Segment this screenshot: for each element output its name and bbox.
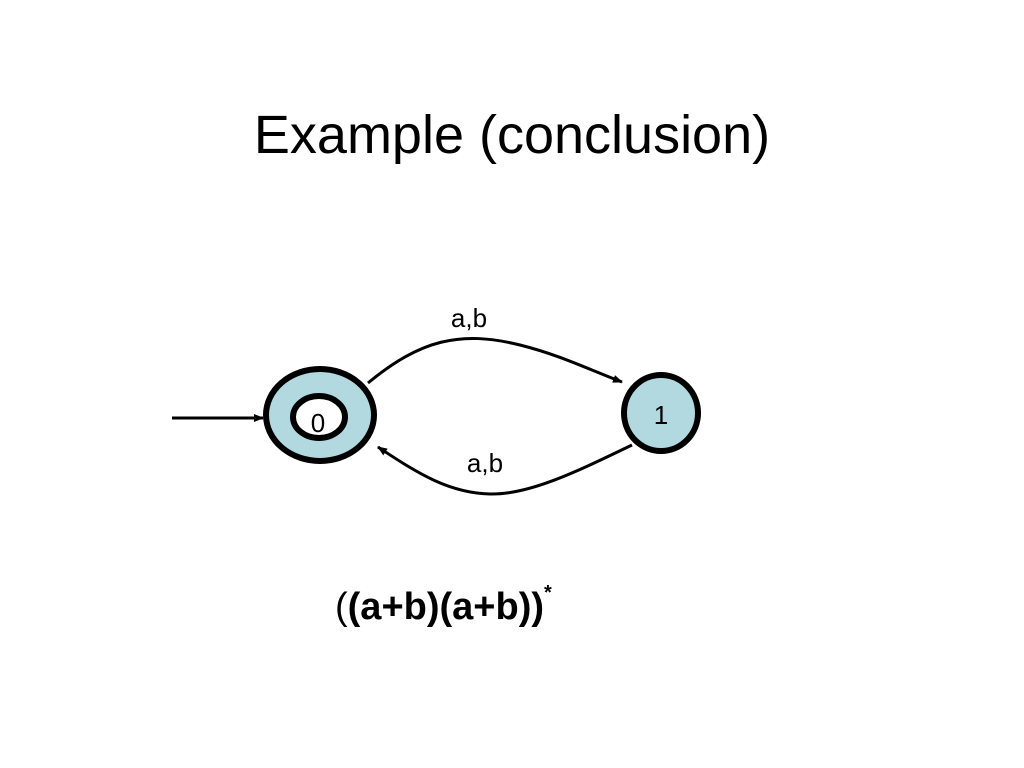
state-0-label: 0	[311, 408, 325, 438]
state-0: 0	[263, 366, 377, 464]
formula-star: *	[544, 582, 552, 604]
transition-1-to-0	[377, 443, 633, 496]
transition-0-to-1-label: a,b	[451, 303, 487, 333]
state-1: 1	[621, 372, 701, 454]
slide-title: Example (conclusion)	[253, 105, 771, 165]
regular-expression: ((a+b)(a+b))*	[335, 582, 552, 629]
transition-1-to-0-label: a,b	[467, 448, 503, 478]
state-1-label: 1	[654, 400, 668, 430]
transition-0-to-1	[367, 336, 623, 385]
formula-open-paren: (	[335, 586, 348, 628]
formula-body: (a+b)(a+b))	[347, 586, 545, 628]
